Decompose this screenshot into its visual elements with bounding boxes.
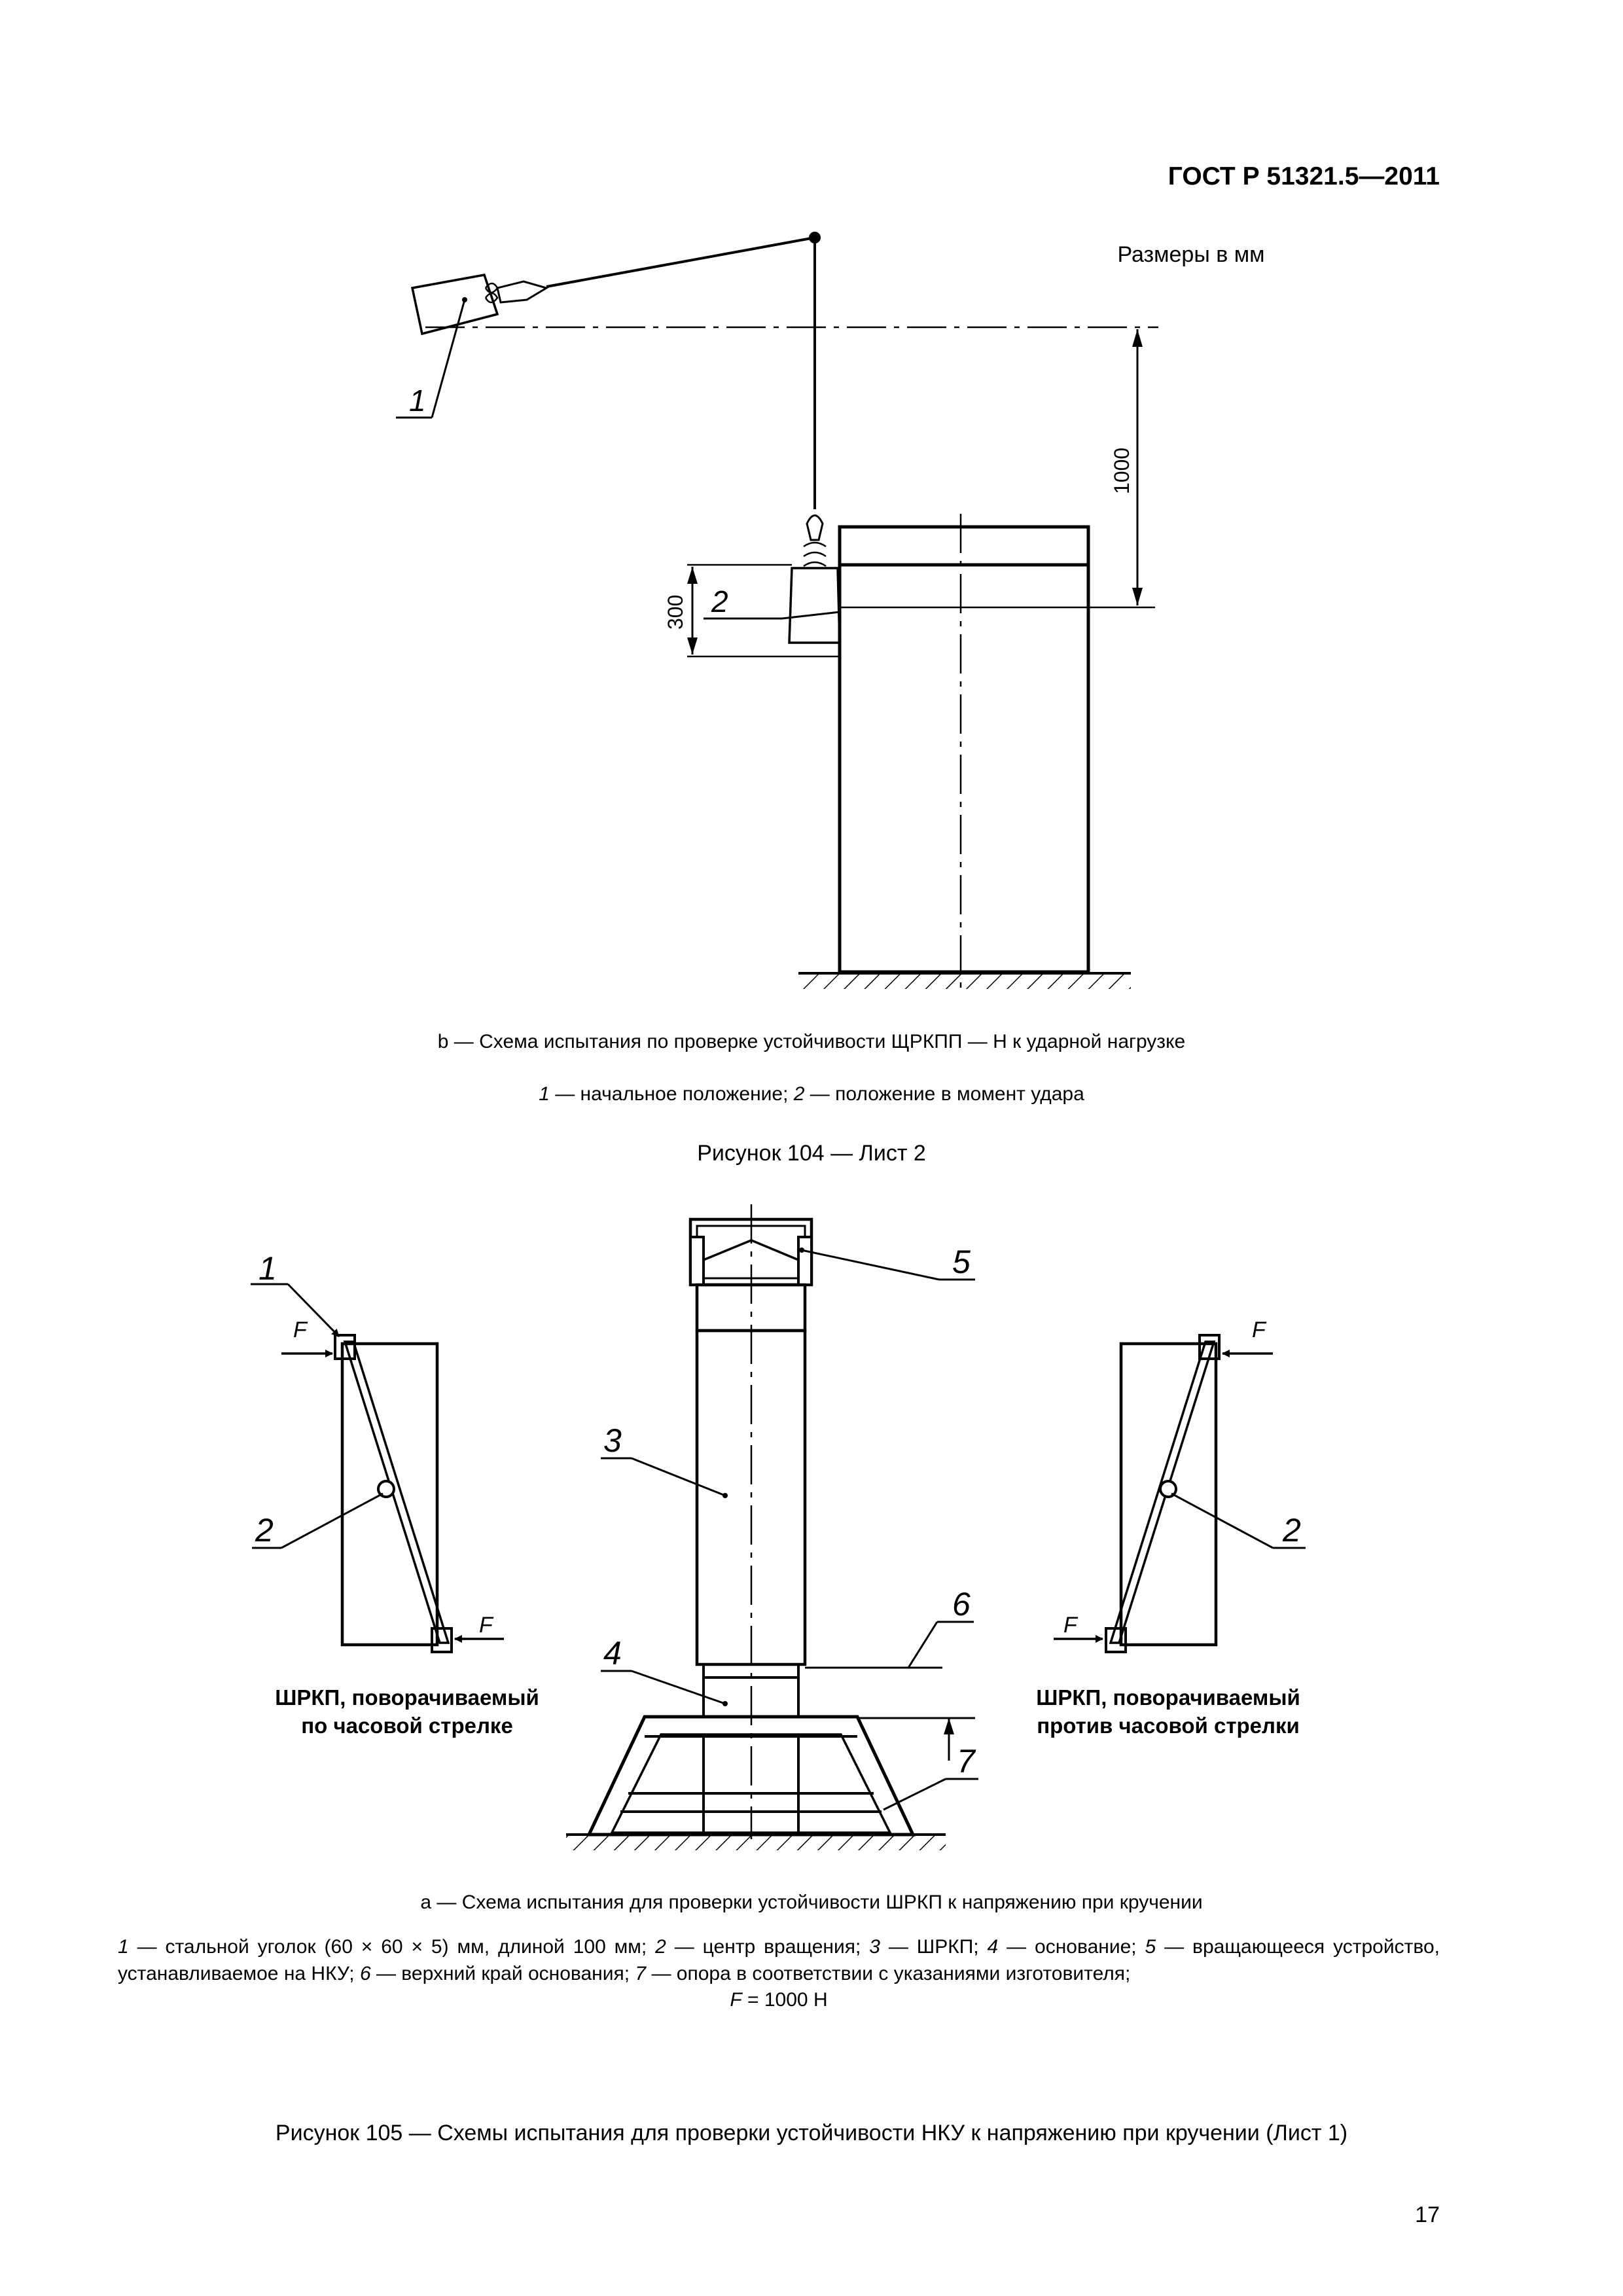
sandbag-impact-position	[788, 514, 841, 644]
figure-b-caption: b — Схема испытания по проверке устойчив…	[437, 1031, 1186, 1052]
callout-6: 6	[952, 1586, 971, 1623]
callout-2-left: 2	[255, 1512, 274, 1549]
callout-2-right-leader	[1171, 1492, 1306, 1549]
right-cabinet-label: ШРКП, поворачиваемый против часовой стре…	[1036, 1685, 1300, 1738]
callout-1-leader	[251, 1283, 340, 1338]
callout-2: 2	[711, 584, 728, 619]
ground-hatching	[798, 972, 1131, 989]
right-cabinet-counterclockwise	[1105, 1334, 1221, 1653]
callout-3: 3	[603, 1422, 622, 1459]
callout-1: 1	[259, 1250, 277, 1287]
force-label-right-bottom: F	[1063, 1613, 1079, 1638]
figure-105-title: Рисунок 105 — Схемы испытания для провер…	[275, 2121, 1348, 2145]
dimension-300	[687, 564, 840, 658]
callout-2-left-leader	[252, 1492, 383, 1549]
callout-1-leader	[396, 299, 466, 419]
left-cabinet-clockwise	[334, 1334, 453, 1653]
figure-b-legend: 1 — начальное положение; 2 — положение в…	[539, 1083, 1084, 1105]
page-number: 17	[1415, 2202, 1440, 2227]
callout-1: 1	[409, 384, 426, 418]
callout-6-leader	[805, 1621, 974, 1669]
force-label-left-top: F	[293, 1318, 308, 1342]
torsion-test-diagram: F F 1 2	[251, 1204, 1306, 1850]
callout-7: 7	[957, 1743, 976, 1780]
callout-7-leader	[857, 1717, 978, 1811]
dimensions-note: Размеры в мм	[1117, 242, 1265, 267]
impact-test-diagram: 1000 300 1 2	[396, 232, 1158, 989]
sandbag-initial-position	[410, 274, 549, 336]
callout-4-leader	[601, 1670, 728, 1706]
figure-104-title: Рисунок 104 — Лист 2	[697, 1141, 926, 1166]
callout-4: 4	[603, 1635, 622, 1672]
force-label-left-bottom: F	[479, 1613, 494, 1638]
figure-a-legend: 1 — стальной уголок (60 × 60 × 5) мм, дл…	[118, 1936, 1440, 2011]
callout-2-right: 2	[1282, 1512, 1301, 1549]
dimension-1000	[1132, 329, 1143, 605]
callout-3-leader	[601, 1457, 728, 1498]
callout-5-leader	[799, 1247, 975, 1281]
dimension-300-label: 300	[664, 595, 687, 630]
center-cabinet-assembly	[566, 1204, 946, 1850]
dimension-1000-label: 1000	[1110, 448, 1133, 494]
figure-a-caption: а — Схема испытания для проверки устойчи…	[420, 1892, 1203, 1913]
callout-2-leader	[704, 611, 840, 620]
left-cabinet-label: ШРКП, поворачиваемый по часовой стрелке	[275, 1685, 539, 1738]
pendulum-cord-initial	[546, 236, 815, 288]
document-id: ГОСТ Р 51321.5—2011	[1168, 162, 1440, 190]
cabinet-outline	[838, 525, 1090, 974]
callout-5: 5	[952, 1244, 971, 1280]
force-label-right-top: F	[1252, 1318, 1267, 1342]
